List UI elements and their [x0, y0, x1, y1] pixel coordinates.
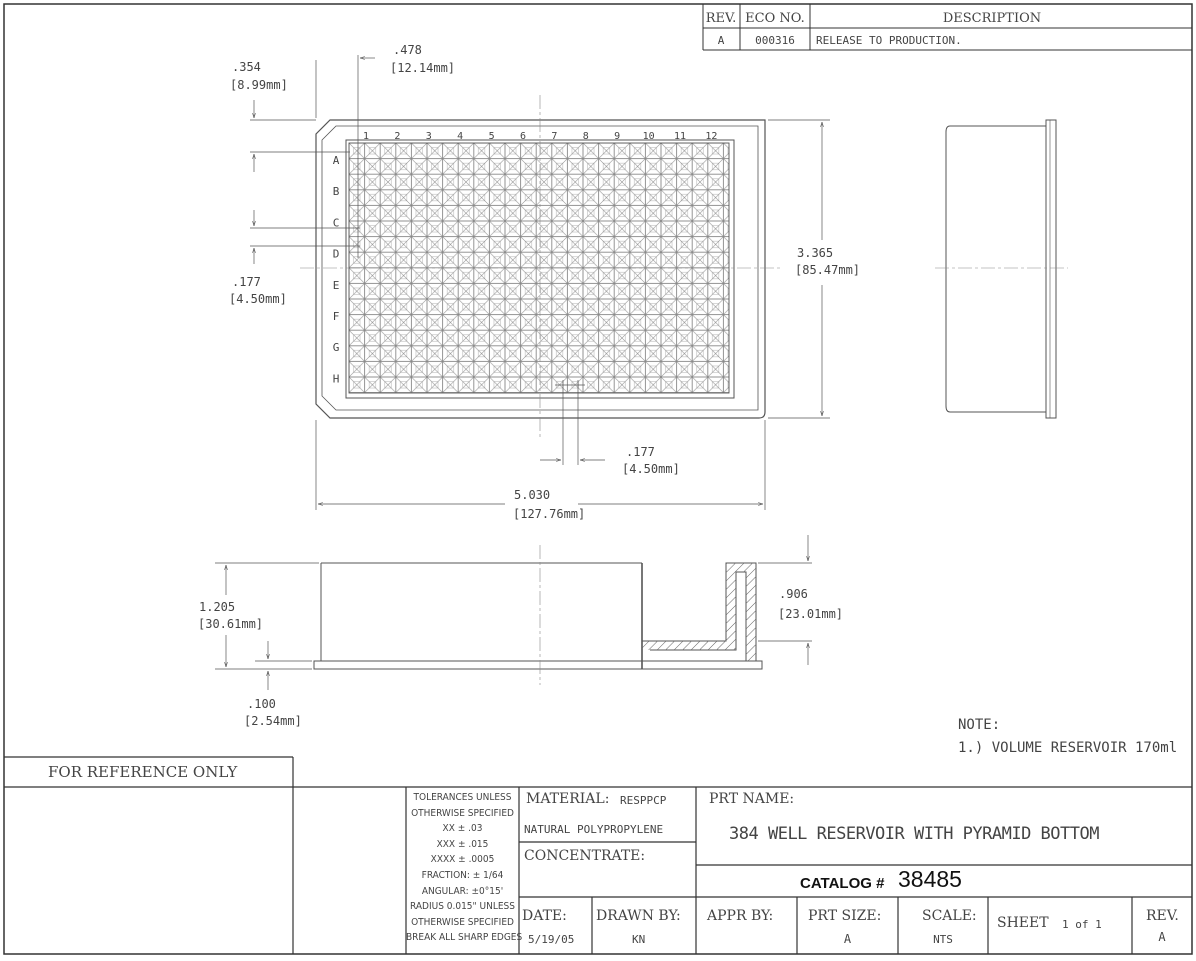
date-label: DATE:: [522, 908, 567, 924]
column-label: 10: [643, 131, 655, 142]
appr-by-label: APPR BY:: [707, 908, 774, 924]
column-label: 3: [426, 131, 432, 142]
scale-value: NTS: [933, 933, 953, 946]
sheet-value: 1 of 1: [1062, 918, 1102, 931]
rev-label: REV.: [1146, 908, 1179, 924]
column-label: 4: [457, 131, 463, 142]
dim-offset-b-in: .478: [393, 43, 422, 57]
description-row-value: RELEASE TO PRODUCTION.: [816, 34, 962, 47]
eco-row-value: 000316: [755, 34, 795, 47]
for-reference-only: FOR REFERENCE ONLY: [48, 763, 238, 781]
column-label: 6: [520, 131, 526, 142]
part-name-label: PRT NAME:: [709, 791, 795, 807]
note-title: NOTE:: [958, 717, 1000, 733]
dim-pitch-left-in: .177: [232, 275, 261, 289]
side-view-dimensions: [215, 535, 812, 690]
tolerance-line: BREAK ALL SHARP EDGES: [406, 932, 523, 944]
dim-pitch-bottom-mm: [4.50mm]: [622, 462, 680, 476]
end-view: [945, 119, 1057, 419]
tolerance-line: OTHERWISE SPECIFIED: [411, 916, 514, 928]
row-label: C: [333, 216, 340, 229]
dim-length-in: 5.030: [514, 488, 550, 502]
rev-row-value: A: [718, 34, 725, 47]
tolerance-line: ANGULAR: ±0°15': [421, 885, 504, 897]
side-view: [313, 562, 763, 670]
sheet-border: [3, 3, 1193, 955]
prt-size-label: PRT SIZE:: [808, 908, 882, 924]
dim-length-mm: [127.76mm]: [513, 507, 585, 521]
eco-header: ECO NO.: [745, 11, 805, 26]
column-label: 5: [489, 131, 495, 142]
part-name: 384 WELL RESERVOIR WITH PYRAMID BOTTOM: [729, 824, 1099, 844]
row-label: F: [333, 310, 340, 323]
catalog-label: CATALOG #: [800, 875, 885, 892]
tolerance-line: RADIUS 0.015" UNLESS: [410, 901, 515, 913]
row-label: A: [333, 154, 340, 167]
tolerance-line: TOLERANCES UNLESS: [413, 792, 512, 803]
dim-base-mm: [2.54mm]: [244, 714, 302, 728]
tolerance-line: XXX ± .015: [436, 838, 489, 850]
column-label: 12: [705, 131, 717, 142]
rev-header: REV.: [706, 11, 737, 26]
column-label: 7: [551, 131, 557, 142]
dim-offset-a-in: .354: [232, 60, 261, 74]
row-label: E: [333, 279, 340, 292]
tolerances-block: TOLERANCES UNLESS OTHERWISE SPECIFIED XX ±…: [406, 790, 523, 946]
column-label: 11: [674, 131, 686, 142]
material-value: NATURAL POLYPROPYLENE: [524, 823, 664, 836]
row-label: B: [333, 185, 340, 198]
row-labels: A B C D E F G H: [333, 154, 340, 385]
tolerance-line: OTHERWISE SPECIFIED: [411, 807, 514, 819]
column-label: 1: [363, 131, 369, 142]
material-label: MATERIAL:: [526, 791, 610, 807]
tolerance-line: XX ± .03: [442, 823, 483, 835]
dim-width-in: 3.365: [797, 246, 833, 260]
revision-table: [702, 4, 1192, 51]
rev-value: A: [1158, 930, 1166, 944]
row-label: H: [333, 372, 340, 385]
column-label: 8: [583, 131, 589, 142]
tolerance-line: FRACTION: ± 1/64: [421, 869, 504, 881]
row-label: G: [333, 341, 340, 354]
side-view-section-hatch: [642, 563, 756, 661]
material-code: RESPPCP: [620, 794, 667, 807]
row-label: D: [333, 248, 340, 261]
dim-depth-mm: [23.01mm]: [778, 607, 843, 621]
date-value: 5/19/05: [528, 933, 575, 946]
column-label: 2: [394, 131, 400, 142]
dim-base-in: .100: [247, 697, 276, 711]
catalog-number: 38485: [898, 866, 962, 892]
concentrate-label: CONCENTRATE:: [524, 848, 646, 864]
column-label: 9: [614, 131, 620, 142]
description-header: DESCRIPTION: [943, 11, 1041, 26]
dim-height-mm: [30.61mm]: [198, 617, 263, 631]
top-view-dimensions: [250, 55, 830, 510]
dim-pitch-left-mm: [4.50mm]: [229, 292, 287, 306]
prt-size-value: A: [843, 932, 852, 946]
tolerance-line: XXXX ± .0005: [430, 854, 495, 866]
dim-width-mm: [85.47mm]: [795, 263, 860, 277]
drawn-by-value: KN: [632, 933, 646, 946]
scale-label: SCALE:: [922, 908, 977, 924]
dim-offset-b-mm: [12.14mm]: [390, 61, 455, 75]
dim-height-in: 1.205: [199, 600, 235, 614]
title-block-grid: [4, 756, 1192, 954]
note-item-1: 1.) VOLUME RESERVOIR 170ml: [958, 740, 1177, 756]
dim-offset-a-mm: [8.99mm]: [230, 78, 288, 92]
drawn-by-label: DRAWN BY:: [596, 908, 681, 924]
dim-depth-in: .906: [779, 587, 808, 601]
sheet-label: SHEET: [997, 915, 1049, 931]
dim-pitch-bottom-in: .177: [626, 445, 655, 459]
